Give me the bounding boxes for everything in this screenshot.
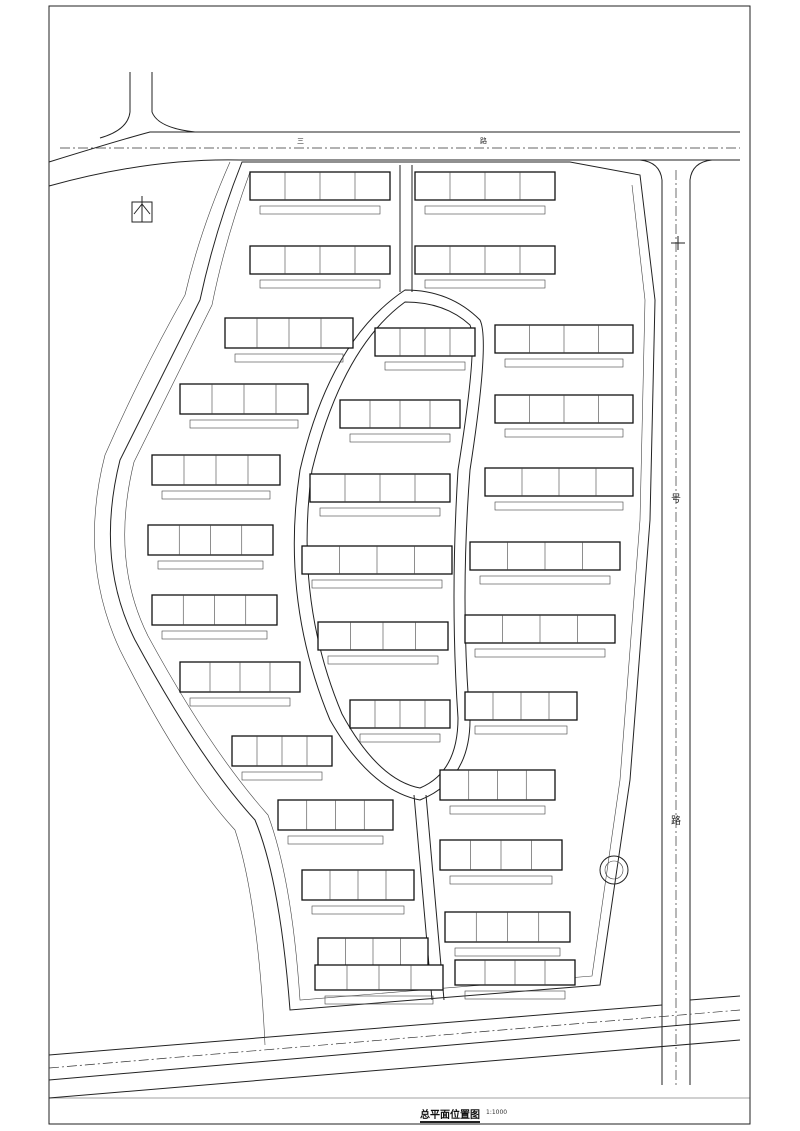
parking-strip [259, 205, 381, 215]
parking-strip [454, 947, 561, 957]
parking-strip [189, 697, 291, 707]
south-road [48, 995, 741, 1099]
east-road [639, 159, 713, 1085]
plaza-circle [599, 855, 629, 885]
parking-strip [479, 575, 611, 585]
road-label-east-top: 号 [671, 494, 681, 505]
road-label-north-2: 路 [480, 137, 487, 145]
parking-strip [161, 490, 271, 500]
parking-strip [189, 419, 299, 429]
parking-strip [474, 725, 568, 735]
parking-strip [424, 205, 546, 215]
parking-strip [449, 805, 546, 815]
parking-strip [504, 428, 624, 438]
north-arrow-icon [131, 196, 153, 223]
north-road [48, 72, 740, 187]
parking-strip [384, 361, 466, 371]
road-label-north: 三 [297, 137, 304, 145]
parking-strip [161, 630, 268, 640]
parking-strip [157, 560, 264, 570]
parking-strip [474, 648, 606, 658]
parking-strip [504, 358, 624, 368]
parking-strip [359, 733, 441, 743]
parking-strip [311, 579, 443, 589]
road-label-east-bottom: 路 [671, 816, 681, 827]
drawing-border [48, 5, 751, 1125]
parking-strip [311, 905, 405, 915]
parking-strip [324, 995, 434, 1005]
drawing-title: 总平面位置图 [420, 1106, 480, 1123]
cross-marker [671, 236, 685, 250]
parking-strip [259, 279, 381, 289]
site-boundary [109, 161, 656, 1011]
parking-strip [494, 501, 624, 511]
drawing-scale: 1:1000 [486, 1109, 508, 1116]
parking-strip [424, 279, 546, 289]
parking-strip [234, 353, 344, 363]
parking-strip [349, 433, 451, 443]
parking-strip [327, 655, 439, 665]
parking-strip [241, 771, 323, 781]
parking-strip [464, 990, 566, 1000]
parking-strip [287, 835, 384, 845]
parking-strip [319, 507, 441, 517]
parking-strip [449, 875, 553, 885]
residential-buildings [147, 171, 634, 1005]
